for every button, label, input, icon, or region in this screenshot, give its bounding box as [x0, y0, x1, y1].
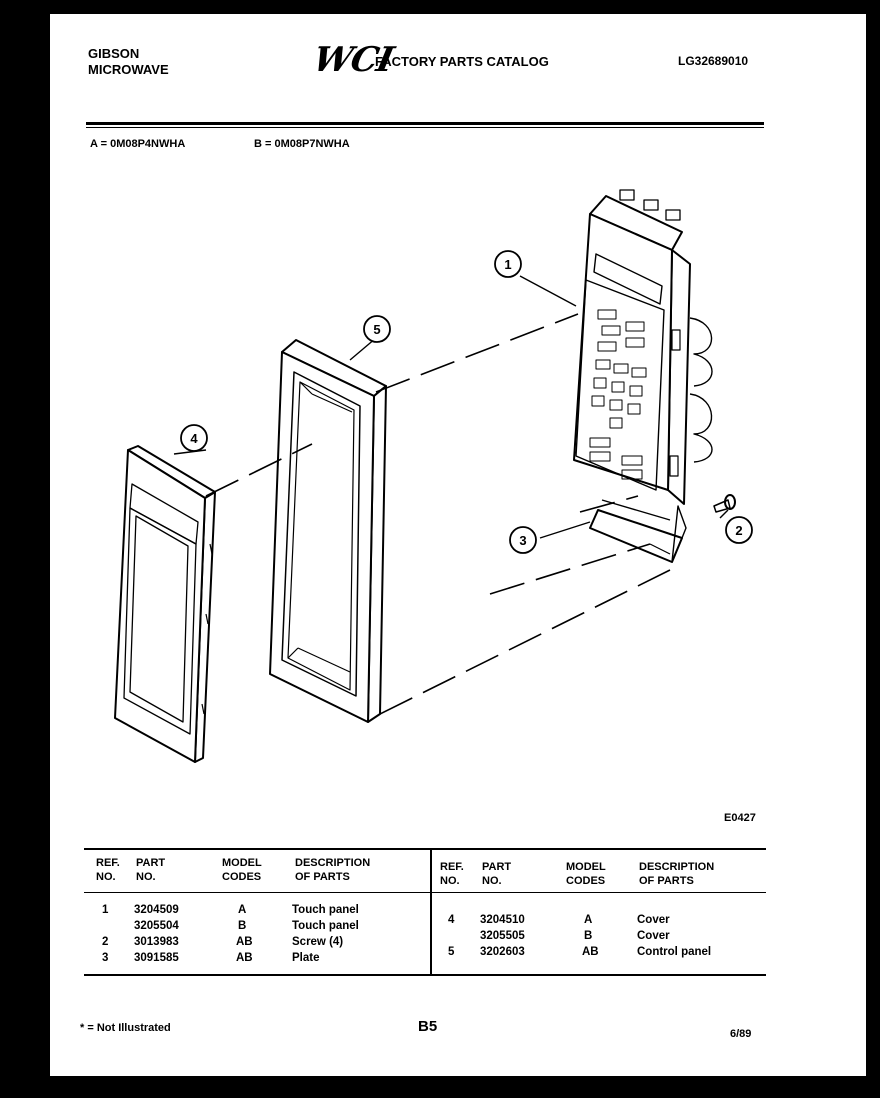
model-a-label: A = 0M08P4NWHA [90, 138, 186, 150]
part-5-control-panel [269, 339, 387, 723]
diagram-code: E0427 [724, 812, 756, 824]
callout-5: 5 [373, 322, 380, 337]
part-1-touch-panel [573, 189, 713, 505]
page-number: B5 [418, 1018, 438, 1035]
exploded-parts-diagram: 1 2 3 4 5 [114, 189, 753, 763]
catalog-date: 6/89 [730, 1028, 752, 1040]
header-ref-left: REF.NO. [96, 857, 120, 883]
part-3-plate [589, 499, 687, 563]
table-rule-header [84, 892, 766, 893]
catalog-page: GIBSON MICROWAVE WCI FACTORY PARTS CATAL… [50, 14, 866, 1076]
header-rule-thin [86, 127, 764, 128]
table-rule-bottom [84, 974, 766, 976]
part-2-screw [713, 494, 736, 513]
model-b-label: B = 0M08P7NWHA [254, 138, 350, 150]
catalog-title: FACTORY PARTS CATALOG [375, 54, 549, 69]
not-illustrated-note: * = Not Illustrated [80, 1022, 171, 1034]
catalog-number: LG32689010 [678, 54, 749, 68]
table-divider [430, 848, 432, 976]
brand-line-1: GIBSON [88, 46, 140, 61]
callout-4: 4 [190, 431, 198, 446]
callout-3: 3 [519, 533, 526, 548]
brand-line-2: MICROWAVE [88, 62, 169, 77]
callout-2: 2 [735, 523, 742, 538]
table-rule-top [84, 848, 766, 850]
part-4-cover [114, 445, 216, 763]
header-ref-right: REF.NO. [440, 861, 464, 887]
header-rule [86, 122, 764, 125]
callout-1: 1 [504, 257, 511, 272]
brand-name: GIBSON MICROWAVE [88, 46, 169, 78]
